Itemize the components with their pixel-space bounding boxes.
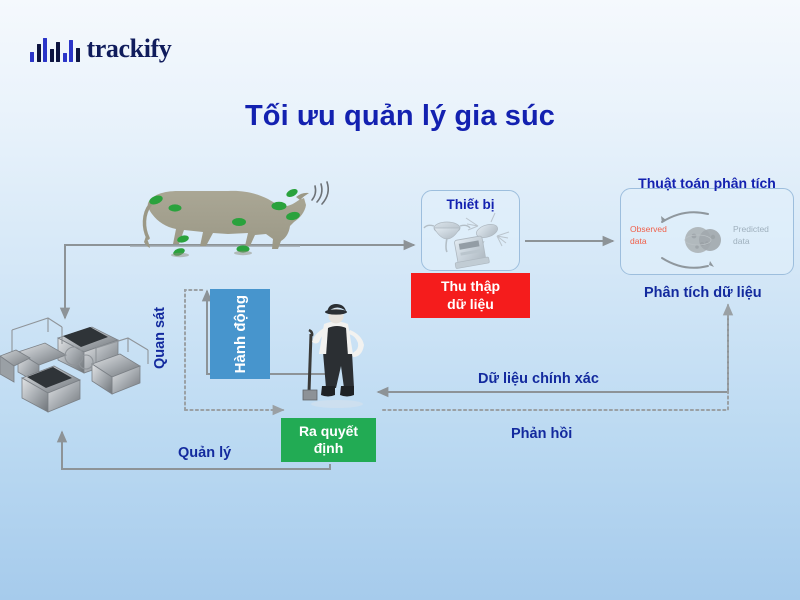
- computer-workstation-illustration: [0, 317, 149, 413]
- farmer-figure-illustration: [302, 304, 364, 408]
- observe-label: Quan sát: [152, 307, 168, 370]
- feedback-label: Phản hồi: [511, 426, 573, 442]
- accurate-data-label: Dữ liệu chính xác: [478, 371, 599, 387]
- action-box: Hành động: [210, 289, 270, 379]
- collect-data-line2: dữ liệu: [447, 295, 494, 312]
- analysis-label: Phân tích dữ liệu: [644, 285, 762, 301]
- sensor-dots: [149, 189, 300, 256]
- algorithm-box-title: Thuật toán phân tích: [638, 175, 776, 191]
- bar-chart-icon: [30, 36, 80, 62]
- page-title: Tối ưu quản lý gia súc: [244, 100, 555, 132]
- cow-illustration: [142, 189, 309, 258]
- brand-name: trackify: [86, 34, 172, 63]
- algorithm-box: Thuật toán phân tích Observed data Predi…: [620, 175, 794, 275]
- device-box: Thiết bị: [421, 190, 520, 271]
- predicted-data-label: Predicted data: [733, 224, 769, 247]
- manage-label: Quản lý: [178, 445, 232, 461]
- decision-line2: định: [313, 440, 344, 456]
- device-box-title: Thiết bị: [446, 197, 495, 212]
- decision-line1: Ra quyết: [298, 423, 359, 440]
- action-box-label: Hành động: [231, 294, 249, 374]
- brand-logo: trackify: [30, 34, 172, 64]
- collect-data-line1: Thu thập: [440, 278, 501, 294]
- decision-box: Ra quyết định: [281, 418, 376, 462]
- observed-data-label: Observed data: [630, 224, 667, 247]
- wifi-signal-icon: [311, 181, 329, 205]
- collect-data-box: Thu thập dữ liệu: [411, 273, 530, 318]
